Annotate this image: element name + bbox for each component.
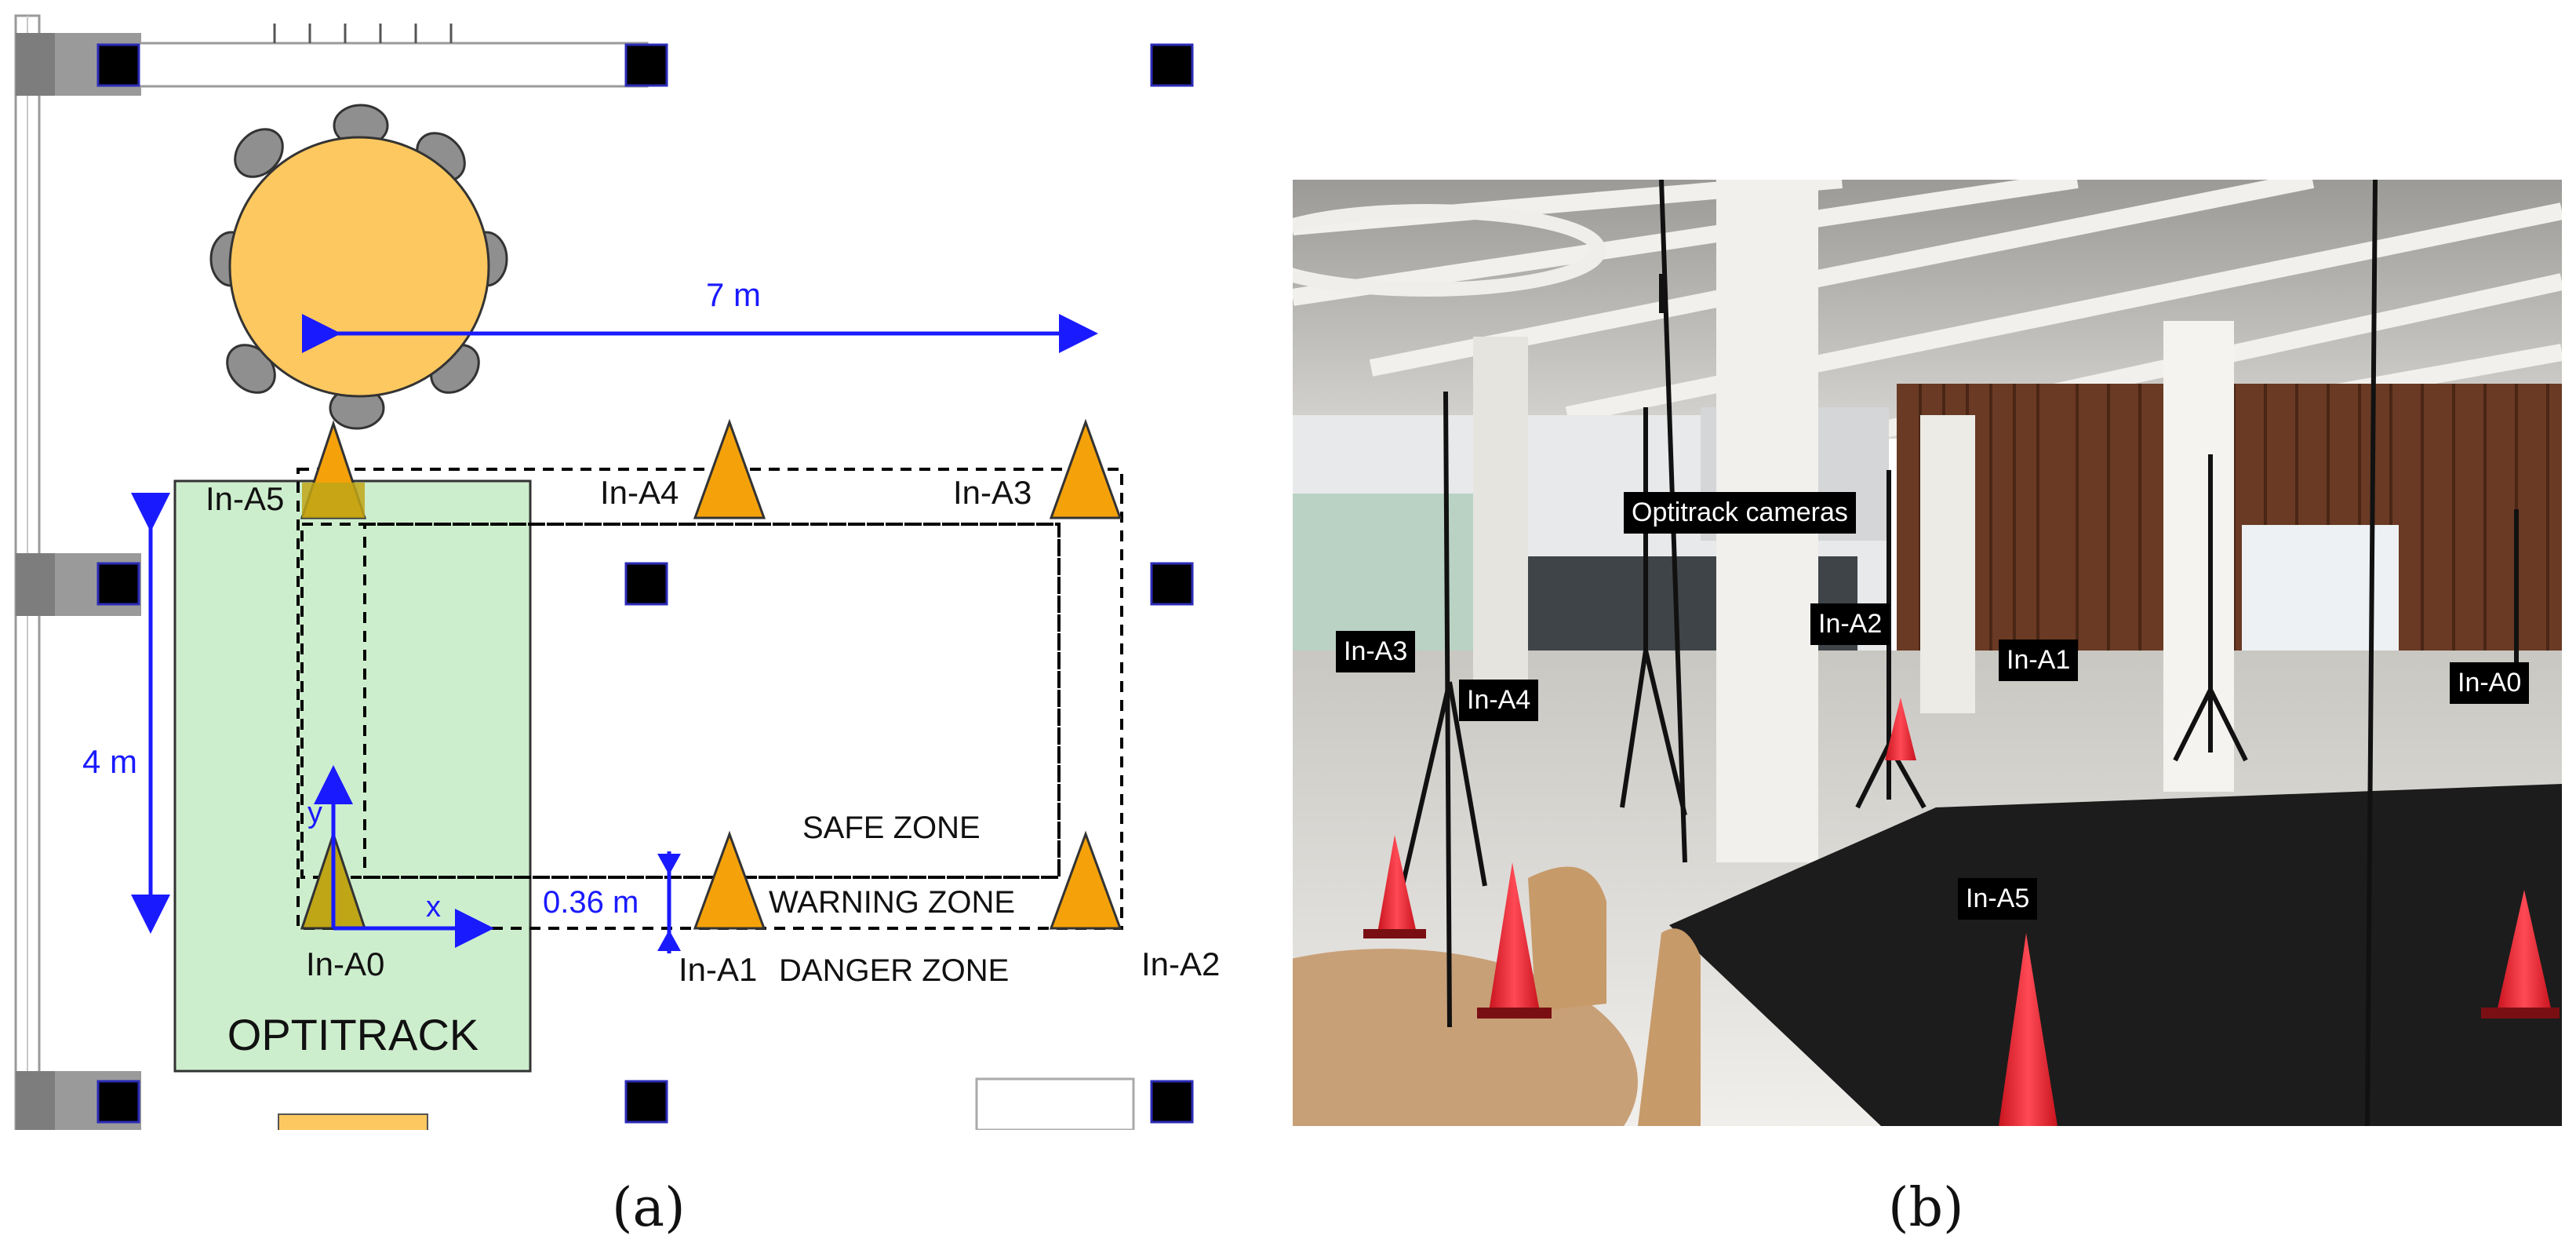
optitrack-label: OPTITRACK [227, 1010, 478, 1059]
dimension-7m-label: 7 m [706, 276, 761, 313]
lab-photo: Optitrack cameras In-A0 In-A1 In-A2 In-A… [1293, 180, 2562, 1126]
photo-label-a2: In-A2 [1810, 603, 1890, 645]
photo-label-a4: In-A4 [1459, 680, 1539, 721]
lab-photo-scene [1293, 180, 2562, 1126]
anchor-a5 [300, 420, 367, 519]
anchor-a1 [693, 830, 766, 930]
anchor-a2 [1049, 830, 1122, 930]
anchor-a4 [693, 418, 766, 519]
optitrack-cameras-label: Optitrack cameras [1624, 492, 1856, 534]
traffic-cones [1363, 698, 2560, 1126]
danger-zone-label: DANGER ZONE [779, 953, 1009, 988]
axis-y-label: y [307, 796, 322, 829]
optitrack-zone [173, 479, 532, 1073]
round-table [209, 104, 508, 430]
photo-label-a5: In-A5 [1958, 878, 2038, 920]
caption-b: (b) [1888, 1177, 1964, 1239]
safe-zone-boundary [363, 523, 1061, 879]
dimension-036m-label: 0.36 m [543, 885, 639, 920]
pillars [96, 43, 1194, 1124]
caption-a: (a) [612, 1177, 686, 1239]
anchor-a5-label: In-A5 [206, 480, 284, 517]
axis-x-label: x [426, 891, 441, 924]
photo-label-a1: In-A1 [1999, 640, 2079, 681]
anchor-a1-label: In-A1 [679, 951, 757, 988]
safe-zone-label: SAFE ZONE [802, 811, 981, 845]
anchor-a3 [1049, 418, 1122, 519]
anchor-a0-label: In-A0 [306, 946, 384, 982]
photo-label-a3: In-A3 [1336, 631, 1416, 672]
floor-plan-diagram: 7 m 4 m 0.36 m x y In-A5 In-A4 In-A3 In-… [14, 14, 1220, 1130]
warning-zone-label: WARNING ZONE [769, 885, 1015, 920]
coordinate-axes: x y [307, 765, 494, 948]
photo-label-a0: In-A0 [2450, 662, 2530, 704]
anchor-a3-label: In-A3 [953, 474, 1031, 511]
dimension-4m-label: 4 m [82, 743, 137, 780]
anchor-a4-label: In-A4 [600, 474, 679, 511]
anchor-a2-label: In-A2 [1141, 946, 1220, 982]
